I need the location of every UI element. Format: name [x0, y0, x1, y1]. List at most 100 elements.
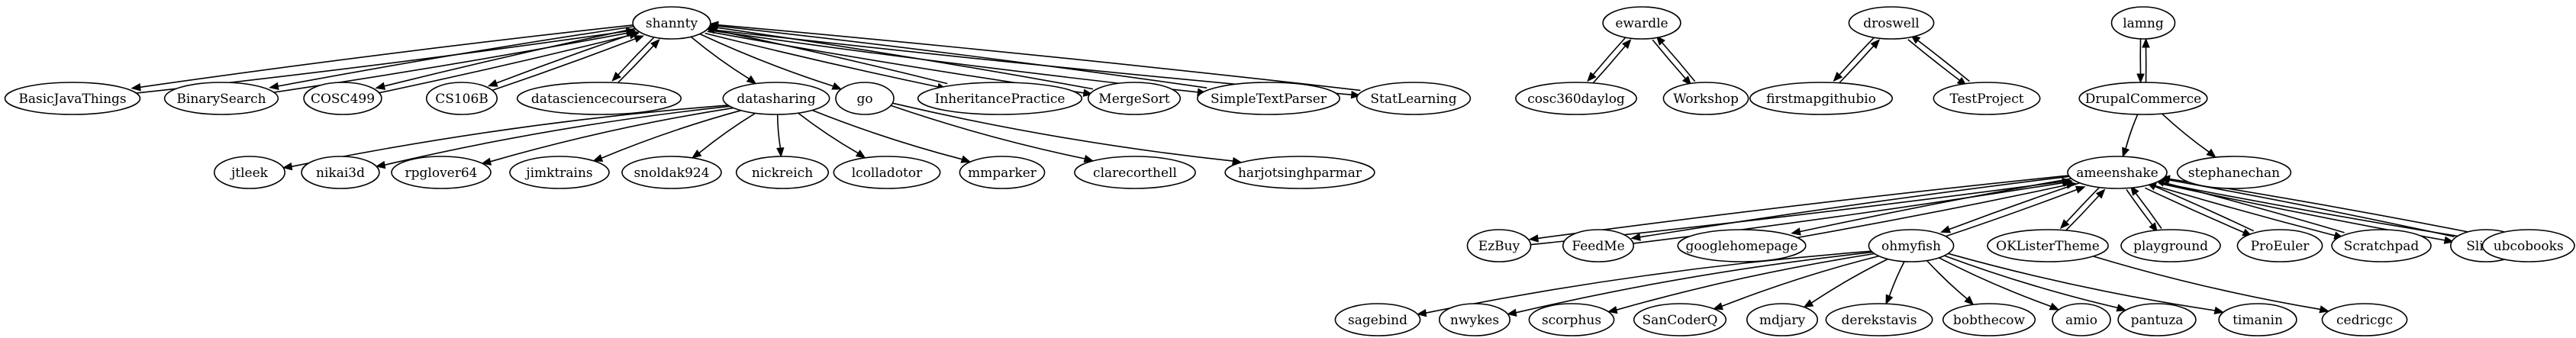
arrowhead [650, 38, 660, 49]
node-ellipse [1868, 229, 1955, 262]
edge-ohmyfish-to-amio [1939, 257, 2052, 307]
node-label: StatLearning [1370, 92, 1456, 107]
node-label: clarecorthell [1093, 166, 1177, 181]
edge-ohmyfish-to-sagebind [1425, 250, 1872, 314]
node-label: ubcobooks [2494, 239, 2564, 254]
arrowhead [487, 79, 498, 87]
arrowhead [1587, 72, 1597, 82]
node-label: ohmyfish [1881, 239, 1941, 254]
node-ellipse [1602, 6, 1681, 40]
node-label: OKListerTheme [1996, 239, 2100, 254]
node-ellipse [2067, 156, 2168, 189]
graph-node-go: go [835, 82, 895, 115]
graph-node-cedricgc: cedricgc [2321, 303, 2408, 336]
node-label: droswell [1863, 16, 1919, 31]
edge-ameenshake-to-scratchpad [2154, 185, 2336, 237]
arrowhead [1803, 299, 1814, 308]
edge-playground-to-ameenshake [2135, 192, 2162, 229]
graph-node-datasharing: datasharing [722, 82, 830, 115]
node-ellipse [621, 156, 722, 189]
graph-node-proeuler: ProEuler [2236, 229, 2323, 262]
node-ellipse [391, 156, 492, 189]
graph-node-inheritancepractice: InheritancePractice [917, 82, 1083, 115]
graph-node-datasciencecoursera: datasciencecoursera [516, 82, 682, 115]
edge-datasharing-to-snoldak924 [698, 112, 756, 154]
node-label: mdjary [1759, 313, 1806, 328]
edge-workshop-to-ewardle [1662, 42, 1696, 82]
edge-datasharing-to-jtleek [291, 105, 728, 168]
edge-ohmyfish-to-pantuza [1944, 255, 2118, 309]
edge-cosc360daylog-to-ewardle [1591, 45, 1626, 85]
node-label: FeedMe [1572, 239, 1624, 254]
node-label: BinarySearch [176, 92, 266, 107]
graph-node-jtleek: jtleek [213, 156, 285, 189]
graph-node-ameenshake: ameenshake [2067, 156, 2168, 189]
node-label: COSC499 [311, 92, 375, 107]
node-label: go [856, 92, 872, 107]
graph-node-rpglover64: rpglover64 [391, 156, 492, 189]
arrowhead [1885, 294, 1894, 305]
edge-cs106b-to-shannty [490, 38, 636, 92]
node-ellipse [1987, 229, 2109, 262]
graph-node-sagebind: sagebind [1334, 303, 1421, 336]
edge-ohmyfish-to-ameenshake [1942, 188, 2078, 238]
arrowhead [1622, 39, 1632, 50]
node-label: Scratchpad [2344, 239, 2420, 254]
node-label: firstmapgithubio [1766, 92, 1876, 107]
arrowhead [2319, 305, 2329, 314]
edge-ohmyfish-to-nwykes [1515, 251, 1873, 314]
node-ellipse [4, 82, 141, 115]
node-ellipse [1662, 82, 1749, 115]
node-ellipse [2117, 303, 2197, 336]
graph-node-cosc360daylog: cosc360daylog [1515, 82, 1637, 115]
arrowhead [1681, 76, 1692, 86]
arrowhead [2149, 222, 2158, 233]
edge-shannty-to-binarysearch [278, 25, 636, 87]
arrowhead [1350, 91, 1362, 99]
node-ellipse [1087, 82, 1182, 115]
node-label: nikai3d [316, 166, 365, 181]
node-ellipse [735, 156, 830, 189]
node-ellipse [1942, 303, 2036, 336]
edge-ewardle-to-cosc360daylog [1592, 35, 1627, 76]
node-label: scorphus [1542, 313, 1601, 328]
arrowhead [1416, 308, 1427, 317]
edge-oklistertheme-to-cedricgc [2093, 256, 2321, 311]
arrowhead [2142, 37, 2150, 48]
arrowhead [2129, 185, 2139, 196]
graph-node-ewardle: ewardle [1602, 6, 1681, 40]
node-label: amio [2065, 313, 2097, 328]
node-ellipse [2052, 303, 2111, 336]
node-ellipse [959, 156, 1046, 189]
graph-node-statlearning: StatLearning [1356, 82, 1472, 115]
graph-node-scorphus: scorphus [1528, 303, 1615, 336]
arrowhead [1713, 302, 1723, 311]
node-label: lamng [2123, 16, 2164, 31]
node-label: mmparker [968, 166, 1037, 181]
node-ellipse [163, 82, 279, 115]
edge-oklistertheme-to-ameenshake [2064, 195, 2100, 233]
edge-drupalcommerce-to-ameenshake [2125, 114, 2139, 150]
graph-node-nikai3d: nikai3d [301, 156, 380, 189]
edge-go-to-harjotsinghparmar [892, 102, 1233, 162]
graph-node-derekstavis: derekstavis [1825, 303, 1933, 336]
arrowhead [2206, 148, 2217, 159]
node-ellipse [2481, 229, 2575, 262]
node-ellipse [516, 82, 682, 115]
node-ellipse [425, 82, 498, 115]
node-ellipse [833, 156, 941, 189]
graph-node-simpletextparser: SimpleTextParser [1197, 82, 1341, 115]
node-label: rpglover64 [405, 166, 478, 181]
node-ellipse [1633, 303, 1727, 336]
node-ellipse [2078, 82, 2208, 115]
node-label: timanin [2233, 313, 2283, 328]
graph-node-nickreich: nickreich [735, 156, 830, 189]
node-ellipse [1562, 229, 1635, 262]
node-label: stephanechan [2188, 166, 2280, 181]
graph-node-lamng: lamng [2110, 6, 2176, 40]
arrowhead [691, 150, 702, 159]
graph-node-cosc499: COSC499 [303, 82, 382, 115]
node-ellipse [2176, 156, 2292, 189]
arrowhead [1630, 233, 1641, 241]
arrowhead [282, 162, 293, 171]
